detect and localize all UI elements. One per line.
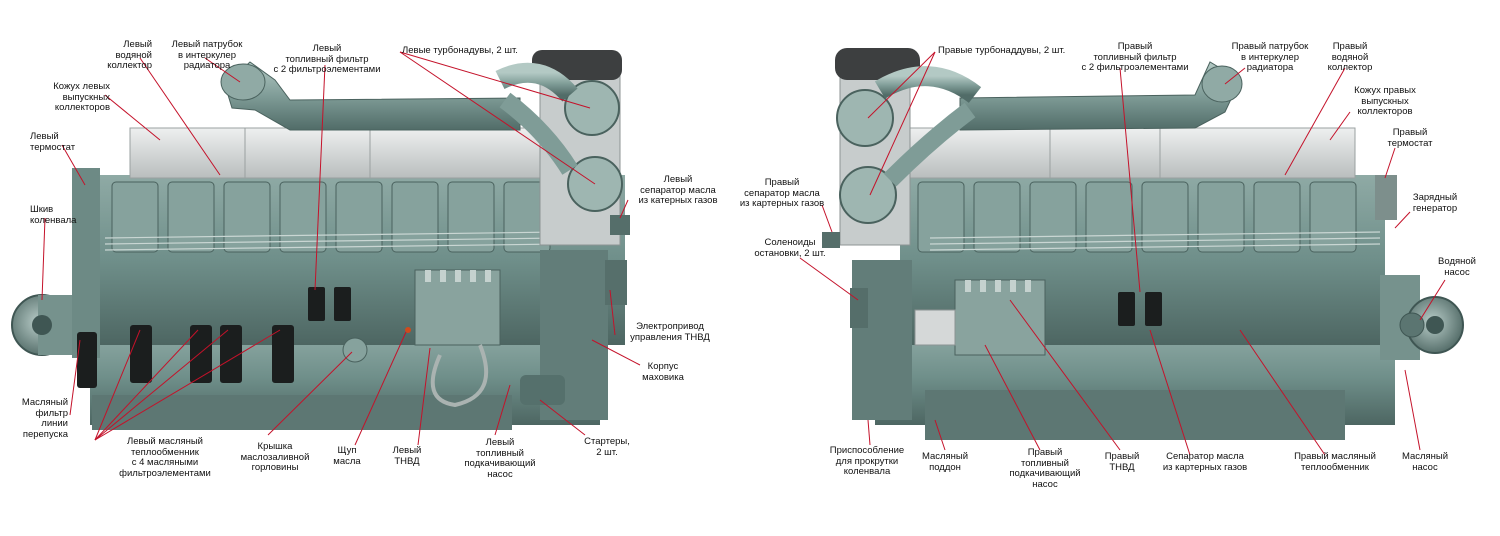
label-oil-filler-cap: Крышка маслозаливной горловины: [240, 441, 310, 473]
left-oil-filters: [77, 325, 294, 388]
right-fuel-filters: [1118, 292, 1162, 326]
right-hp-pump-shape: [954, 279, 1046, 356]
label-left-fuel-filter: Левый топливный фильтр с 2 фильтроэлемен…: [273, 43, 381, 75]
label-hp-pump-drive: Электропривод управления ТНВД: [630, 321, 710, 343]
label-left-intercooler-pipe: Левый патрубок в интеркулер радиатора: [171, 39, 243, 71]
label-right-water-collector: Правый водяной коллектор: [1327, 41, 1373, 73]
label-left-exhaust-cover: Кожух левых выпускных коллекторов: [53, 81, 110, 113]
label-right-exhaust-cover: Кожух правых выпускных коллекторов: [1354, 85, 1416, 117]
label-crankcase-oil-separator: Сепаратор масла из картерных газов: [1162, 451, 1248, 473]
right-oil-pan-shape: [925, 390, 1345, 440]
label-left-oil-cooler: Левый масляный теплообменник с 4 масляны…: [119, 436, 211, 479]
left-fuel-lines: [104, 231, 561, 251]
left-oil-pan: [92, 395, 512, 430]
label-charging-generator: Зарядный генератор: [1412, 192, 1458, 214]
label-starters: Стартеры, 2 шт.: [584, 436, 630, 458]
label-left-thermostat: Левый термостат: [30, 131, 76, 153]
left-cylinder-heads: [111, 181, 551, 253]
right-engine: [822, 48, 1464, 440]
label-water-pump: Водяной насос: [1438, 256, 1476, 278]
leader-lines: [41, 51, 1446, 456]
label-oil-pan: Масляный поддон: [921, 451, 969, 473]
label-oil-dipstick: Щуп масла: [333, 445, 361, 467]
label-right-hp-pump: Правый ТНВД: [1104, 451, 1140, 473]
label-left-turbochargers: Левые турбонадувы, 2 шт.: [402, 45, 518, 56]
label-crank-barring-device: Приспособление для прокрутки коленвала: [829, 445, 905, 477]
left-engine: [11, 50, 630, 430]
label-left-priming-pump: Левый топливный подкачивающий насос: [464, 437, 536, 480]
label-oil-pump: Масляный насос: [1401, 451, 1449, 473]
label-left-water-collector: Левый водяной коллектор: [107, 39, 152, 71]
right-turbo-upper: [836, 89, 894, 147]
label-right-fuel-filter: Правый топливный фильтр с 2 фильтроэлеме…: [1081, 41, 1189, 73]
label-left-oil-separator: Левый сепаратор масла из катерных газов: [638, 174, 718, 206]
label-right-oil-separator: Правый сепаратор масла из картерных газо…: [739, 177, 825, 209]
label-stop-solenoids: Соленоиды остановки, 2 шт.: [754, 237, 826, 259]
label-flywheel-housing: Корпус маховика: [642, 361, 684, 383]
left-turbo-upper: [564, 80, 620, 136]
right-water-pump-shape: [1399, 312, 1425, 338]
label-left-hp-pump: Левый ТНВД: [392, 445, 422, 467]
label-right-priming-pump: Правый топливный подкачивающий насос: [1009, 447, 1081, 490]
label-right-intercooler-pipe: Правый патрубок в интеркулер радиатора: [1231, 41, 1309, 73]
right-turbo-lower: [839, 166, 897, 224]
left-fuel-filters: [308, 287, 351, 321]
label-right-oil-cooler: Правый масляный теплообменник: [1294, 451, 1376, 473]
label-bypass-oil-filter: Масляный фильтр линии перепуска: [21, 397, 68, 440]
left-exhaust-cover-plate: [129, 127, 551, 179]
left-hp-pump-shape: [414, 269, 501, 346]
label-crankshaft-pulley: Шкив коленвала: [30, 204, 77, 226]
right-fuel-lines: [929, 231, 1381, 251]
right-cylinder-heads: [917, 181, 1357, 253]
label-right-thermostat: Правый термостат: [1387, 127, 1433, 149]
label-right-turbochargers: Правые турбонаддувы, 2 шт.: [938, 45, 1066, 56]
